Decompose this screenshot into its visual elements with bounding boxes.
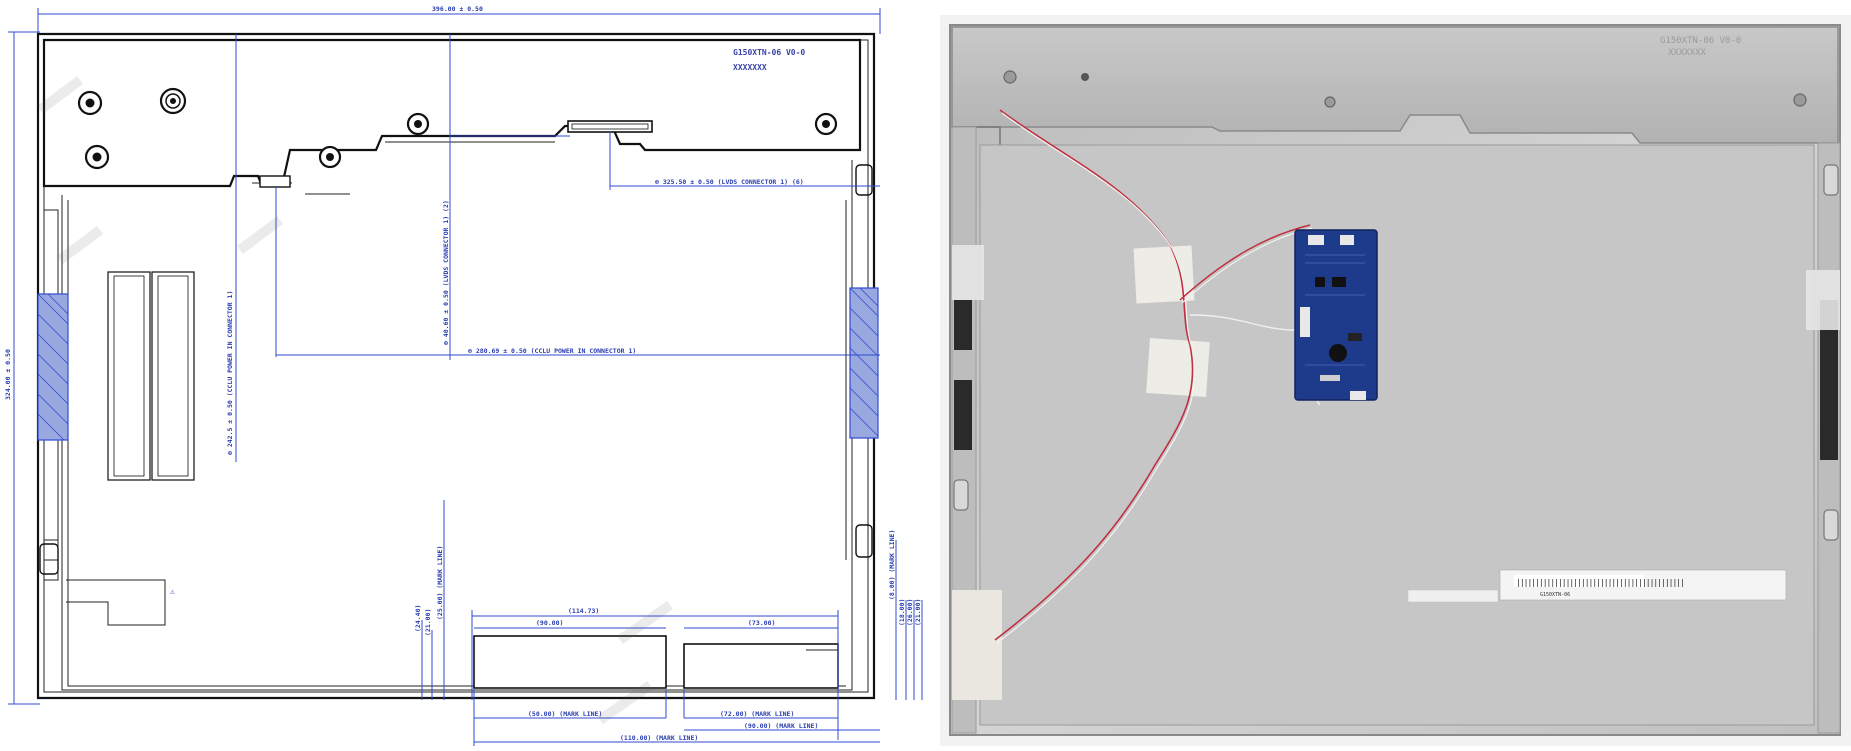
screw-hole-icon: [814, 112, 838, 136]
dim-power-y-label: ⊕ 242.5 ± 0.50 (CCLU POWER IN CONNECTOR …: [226, 291, 234, 455]
photo-top-label2: XXXXXXX: [1668, 48, 1707, 58]
mark-90: (90.00) (MARK LINE): [744, 722, 818, 730]
dim-right-small-a: (18.00): [898, 599, 906, 626]
inner-rails: [107, 271, 195, 481]
dim-top-width-label: 396.00 ± 0.50: [432, 5, 483, 13]
mark-line-v1: (25.00) (MARK LINE): [436, 546, 444, 620]
part-sub: XXXXXXX: [733, 63, 767, 72]
dim-power-x-label: ⊕ 280.69 ± 0.50 (CCLU POWER IN CONNECTOR…: [468, 347, 636, 355]
top-bracket: [42, 38, 862, 195]
screw-hole-icon: [84, 144, 110, 170]
dim-left-height-label: 324.00 ± 0.50: [4, 349, 12, 400]
dim-power-y: ⊕ 242.5 ± 0.50 (CCLU POWER IN CONNECTOR …: [226, 34, 237, 462]
right-side-features: [845, 164, 879, 560]
watermark: [37, 76, 673, 725]
product-label: ||||||||||||||||||||||||||||||||||||||||…: [1407, 569, 1787, 603]
dim-90: (90.00): [536, 619, 563, 627]
panel-photo-svg: G150XTN-06 V0-0 XXXXXXX: [940, 15, 1851, 746]
dim-lvds-y: ⊕ 40.60 ± 0.50 (LVDS CONNECTOR 1) (2): [442, 34, 570, 360]
dim-bottom-top: (114.73) (90.00) (73.00): [471, 607, 839, 700]
dim-top-width: 396.00 ± 0.50: [37, 5, 881, 34]
screw-icon: [1081, 73, 1089, 81]
svg-text:⚠: ⚠: [170, 587, 175, 596]
dim-right-small-c: (21.00): [914, 599, 922, 626]
screw-icon: [1324, 96, 1336, 108]
dim-small-right: (18.00) (26.00) (21.00): [898, 599, 923, 700]
dim-bottom-marks: (50.00) (MARK LINE) (72.00) (MARK LINE) …: [473, 690, 880, 746]
mark-line-v2: (8.00) (MARK LINE): [888, 530, 896, 600]
dim-right-small-b: (26.00): [906, 599, 914, 626]
dim-114: (114.73): [568, 607, 599, 615]
mark-110: (110.00) (MARK LINE): [620, 734, 698, 742]
mark-50: (50.00) (MARK LINE): [528, 710, 602, 718]
dim-lvds-x-label: ⊕ 325.50 ± 0.50 (LVDS CONNECTOR 1) (6): [655, 178, 804, 186]
dim-lvds-x: ⊕ 325.50 ± 0.50 (LVDS CONNECTOR 1) (6): [609, 132, 880, 190]
dim-left-small-b: (21.00): [424, 609, 432, 636]
dim-left-small-a: (24.40): [414, 605, 422, 632]
screw-holes: [77, 87, 838, 170]
photo-small-label: G150XTN-06: [1540, 592, 1570, 598]
panel-photo: G150XTN-06 V0-0 XXXXXXX: [940, 15, 1851, 746]
barcode: ||||||||||||||||||||||||||||||||||||||||…: [1516, 578, 1684, 587]
screw-hole-icon: [406, 112, 430, 136]
dim-mark-lines-vertical: (25.00) (MARK LINE) (8.00) (MARK LINE): [436, 500, 897, 700]
bottom-connectors: [473, 635, 839, 689]
photo-top-label: G150XTN-06 V0-0: [1660, 36, 1741, 46]
dim-73: (73.00): [748, 619, 775, 627]
dim-left-height: 324.00 ± 0.50: [4, 31, 40, 705]
lower-left-bracket: ⚠: [66, 579, 175, 626]
part-number: G150XTN-06 V0-0: [733, 48, 805, 57]
screw-icon: [1003, 70, 1017, 84]
dim-lvds-y-label: ⊕ 40.60 ± 0.50 (LVDS CONNECTOR 1) (2): [442, 200, 450, 345]
screw-hole-icon: [318, 145, 342, 169]
mark-72: (72.00) (MARK LINE): [720, 710, 794, 718]
dim-small-left: (24.40) (21.00): [414, 605, 433, 700]
led-driver-board: [1294, 229, 1378, 401]
screw-icon: [1793, 93, 1807, 107]
screw-hole-icon: [77, 90, 103, 116]
left-side-features: [37, 209, 69, 581]
technical-drawing: 396.00 ± 0.50 324.00 ± 0.50 G150: [4, 5, 923, 746]
screw-hole-icon: [159, 87, 187, 115]
dim-power-x: ⊕ 280.69 ± 0.50 (CCLU POWER IN CONNECTOR…: [275, 186, 880, 357]
